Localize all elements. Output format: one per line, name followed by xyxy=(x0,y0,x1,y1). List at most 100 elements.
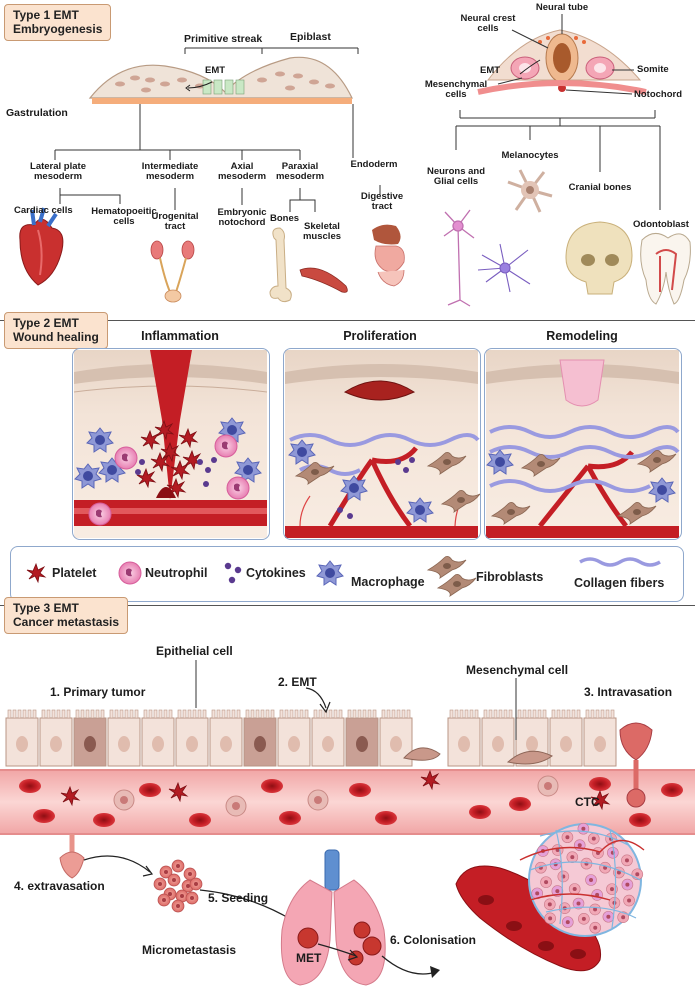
neuron-illustration xyxy=(443,209,475,307)
type3-title: Type 3 EMT xyxy=(13,601,79,615)
neural-tube-illustration xyxy=(477,29,647,95)
legend xyxy=(10,546,684,602)
lineage-tree xyxy=(54,104,381,212)
epithelium-art xyxy=(0,660,695,986)
emt-label-neural: EMT xyxy=(480,65,501,76)
colonised-cell xyxy=(617,911,629,923)
red-blood-cell xyxy=(33,809,55,823)
tumor-cell xyxy=(171,859,185,873)
legend-macrophage: Macrophage xyxy=(351,575,425,589)
inflammation-panel-art xyxy=(73,350,268,538)
skull-illustration xyxy=(565,221,633,295)
seeding-label: 5. Seeding xyxy=(208,891,269,905)
glial-illustration xyxy=(477,243,531,293)
divider-2 xyxy=(0,605,695,606)
epithelial-cell xyxy=(549,709,583,767)
red-blood-cell xyxy=(589,777,611,791)
legend-neutrophil: Neutrophil xyxy=(145,566,208,580)
legend-cytokines: Cytokines xyxy=(246,566,306,580)
type3-tag: Type 3 EMT Cancer metastasis xyxy=(4,597,129,634)
epithelial-cell-label: Epithelial cell xyxy=(156,644,233,658)
cardiac-label: Cardiac cells xyxy=(14,205,73,216)
colonised-cell xyxy=(544,912,556,925)
ctc-label: CTC xyxy=(575,795,600,809)
epithelial-cell xyxy=(481,709,515,767)
epiblast-label: Epiblast xyxy=(290,31,331,43)
colonised-cell xyxy=(577,822,590,835)
epithelial-cell xyxy=(583,709,617,767)
type3-subtitle: Cancer metastasis xyxy=(13,615,120,630)
endoderm-label: Endoderm xyxy=(350,159,398,170)
type1-subtitle: Embryogenesis xyxy=(13,22,103,37)
colonised-cell xyxy=(587,832,600,845)
colonised-cell xyxy=(561,831,574,844)
tumor-cell xyxy=(153,877,167,891)
muscle-illustration xyxy=(299,267,348,293)
tumor-cell xyxy=(171,899,185,913)
emt-label-type1: EMT xyxy=(205,65,226,76)
intravasation-label: 3. Intravasation xyxy=(584,685,673,699)
mesenchymal-cell-label: Mesenchymal cell xyxy=(466,663,569,677)
inflammation-panel xyxy=(72,348,270,540)
colonised-cell xyxy=(561,916,574,928)
tooth-illustration xyxy=(640,233,691,305)
stage-proliferation-label: Proliferation xyxy=(343,329,417,343)
epithelial-cell xyxy=(345,709,379,767)
epithelial-cell xyxy=(447,709,481,767)
red-blood-cell xyxy=(279,811,301,825)
red-blood-cell xyxy=(349,783,371,797)
gastrulation-tissue xyxy=(88,56,353,104)
type2-title: Type 2 EMT xyxy=(13,316,79,330)
type2-subtitle: Wound healing xyxy=(13,330,99,345)
epithelial-cell xyxy=(175,709,209,767)
colonised-cell xyxy=(621,854,633,867)
colonised-cell xyxy=(606,883,618,895)
epithelial-cell xyxy=(39,709,73,767)
epithelial-cell xyxy=(107,709,141,767)
epithelial-cell xyxy=(243,709,277,767)
type1-title: Type 1 EMT xyxy=(13,8,79,22)
odontoblast-label: Odontoblast xyxy=(633,219,689,230)
legend-icons xyxy=(26,555,661,597)
gastrulation-label: Gastrulation xyxy=(6,107,68,119)
colonised-vessel-illustration xyxy=(455,822,645,972)
red-blood-cell xyxy=(469,805,491,819)
melanocyte-illustration xyxy=(507,169,553,213)
type1-tag: Type 1 EMT Embryogenesis xyxy=(4,4,112,41)
emt-step-label: 2. EMT xyxy=(278,675,317,689)
proliferation-panel-art xyxy=(285,350,481,538)
red-blood-cell xyxy=(629,813,651,827)
colonised-cell xyxy=(621,878,634,891)
colonised-cell xyxy=(589,921,602,934)
red-blood-cell xyxy=(261,779,283,793)
cranial-bones-label: Cranial bones xyxy=(568,182,632,193)
bones-label: Bones xyxy=(270,213,300,224)
divider-1 xyxy=(0,320,695,321)
colonised-cell xyxy=(544,898,556,911)
colonised-cell xyxy=(540,876,552,888)
colonised-cell xyxy=(551,844,564,856)
red-blood-cell xyxy=(189,813,211,827)
red-blood-cell xyxy=(19,779,41,793)
micrometastasis-label: Micrometastasis xyxy=(142,943,237,957)
remodeling-panel xyxy=(484,348,682,540)
neural-tube-label: Neural tube xyxy=(535,2,589,13)
stage-inflammation-label: Inflammation xyxy=(141,329,219,343)
primary-tumor-label: 1. Primary tumor xyxy=(50,685,146,699)
epithelial-cell xyxy=(5,709,39,767)
legend-platelet: Platelet xyxy=(52,566,97,580)
primitive-streak-label: Primitive streak xyxy=(184,33,263,45)
colonised-cell xyxy=(607,846,619,859)
type2-tag: Type 2 EMT Wound healing xyxy=(4,312,108,349)
red-blood-cell xyxy=(139,783,161,797)
extravasation-label: 4. extravasation xyxy=(14,879,105,893)
somite-label: Somite xyxy=(637,64,669,75)
